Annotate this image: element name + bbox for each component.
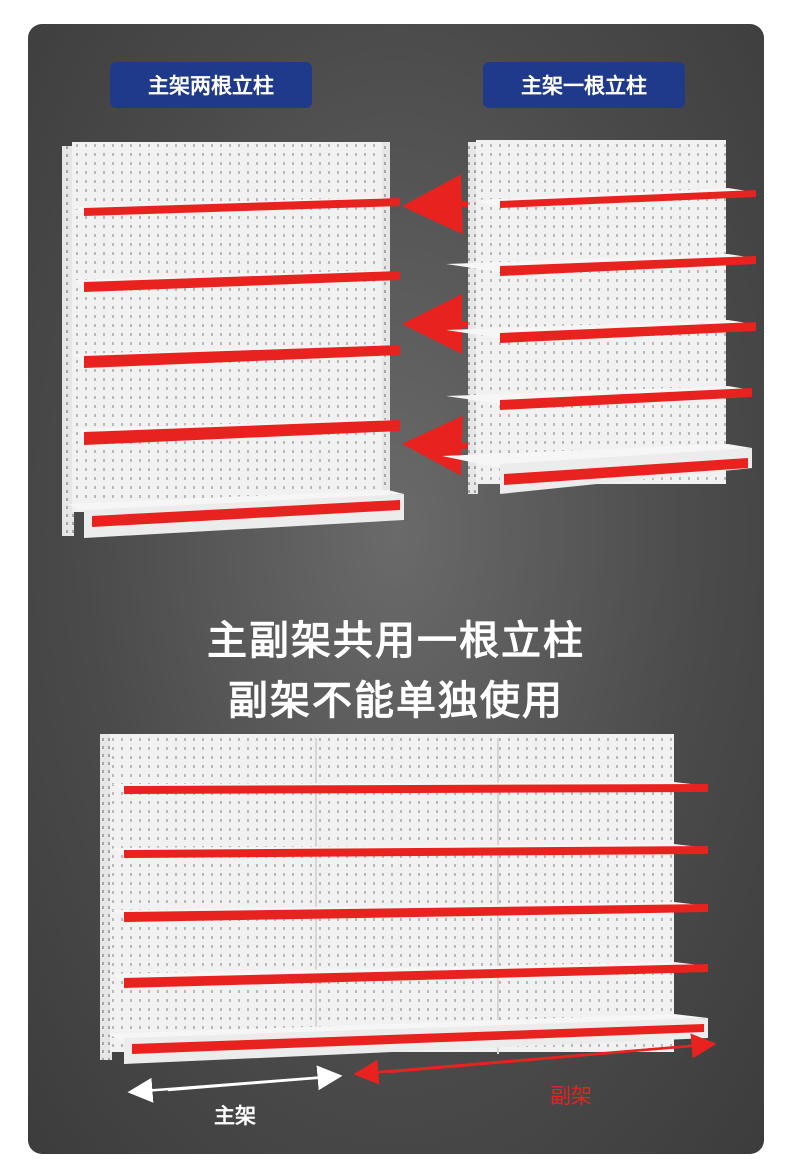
left-upright	[62, 146, 74, 536]
base-shelf-right	[442, 444, 752, 494]
base-shelf	[68, 490, 404, 538]
shelf-illustration	[62, 140, 756, 1103]
product-panel: 主架两根立柱 主架一根立柱 主副架共用一根立柱 副架不能单独使用 主架 副架	[28, 24, 764, 1154]
shelf-row-3	[74, 344, 400, 368]
left-shelf-unit	[62, 142, 404, 538]
shelf-row-2	[74, 270, 400, 292]
sub-arrow-left	[353, 1042, 715, 1085]
main-arrow-left	[127, 1074, 341, 1103]
two-uprights-badge: 主架两根立柱	[110, 62, 312, 108]
shelf-row-r4	[446, 386, 752, 410]
one-upright-badge: 主架一根立柱	[483, 62, 685, 108]
bottom-left-upright	[100, 734, 112, 1060]
long-shelf-1	[112, 782, 708, 794]
shelf-row-r1	[476, 188, 756, 208]
pegboard-back	[72, 142, 382, 512]
arrow-group	[402, 174, 474, 476]
single-upright	[468, 142, 478, 494]
arrow-red-1	[402, 174, 474, 235]
long-shelf-4	[112, 962, 708, 988]
long-shelf-3	[112, 902, 708, 922]
shelf-row-4	[74, 419, 400, 445]
shelf-row-1	[74, 197, 400, 216]
bottom-pegboard	[110, 734, 674, 1052]
long-shelf-2	[112, 844, 708, 858]
main-frame-label: 主架	[214, 1104, 256, 1128]
right-shelf-unit	[442, 140, 756, 494]
headline-line-1: 主副架共用一根立柱	[207, 618, 585, 664]
right-upright	[380, 142, 390, 502]
sub-frame-label: 副架	[550, 1084, 592, 1108]
headline-line-2: 副架不能单独使用	[228, 678, 564, 724]
arrow-red-3	[402, 415, 474, 476]
shelf-row-r2	[446, 254, 756, 276]
combined-shelf-unit	[100, 734, 717, 1103]
long-base-shelf	[108, 1014, 708, 1064]
shelf-row-r3	[446, 320, 756, 343]
